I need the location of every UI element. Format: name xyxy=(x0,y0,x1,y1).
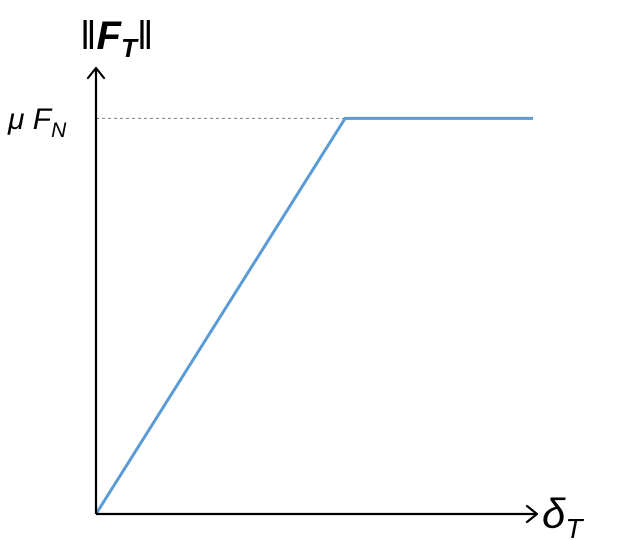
y-axis-arrow-icon xyxy=(86,66,106,80)
y-axis-label-suffix: ‖ xyxy=(137,14,154,58)
x-axis-label: δT xyxy=(542,490,584,540)
x-axis-arrow-icon xyxy=(525,504,539,524)
y-axis-label-symbol: F xyxy=(97,14,123,58)
y-axis-label-subscript: T xyxy=(121,33,139,63)
y-axis-tick-label: μ FN xyxy=(7,103,67,142)
y-axis-tick-prefix: μ xyxy=(7,103,33,136)
y-axis-tick-symbol: F xyxy=(33,103,53,136)
y-axis-label-prefix: ‖ xyxy=(80,14,97,58)
y-axis-label: ‖FT‖ xyxy=(80,14,153,63)
series-line xyxy=(94,116,533,515)
y-axis-tick-subscript: N xyxy=(51,119,67,142)
x-axis-label-symbol: δ xyxy=(542,490,566,537)
x-axis-label-subscript: T xyxy=(565,513,584,540)
